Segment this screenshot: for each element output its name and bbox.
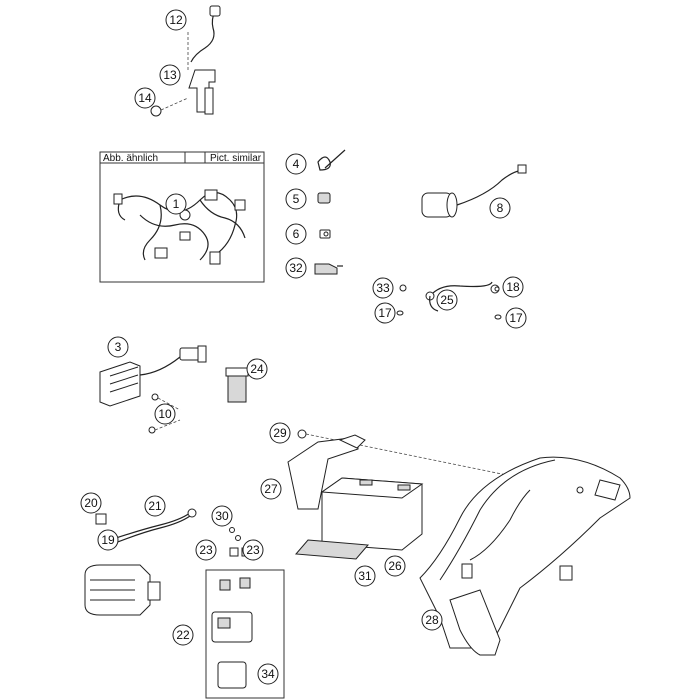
callout-31: 31 [354,565,376,587]
callout-number: 5 [293,192,300,206]
callout-27: 27 [260,478,282,500]
sensor-part-8 [421,164,527,218]
callout-14: 14 [134,87,156,109]
callout-12: 12 [165,9,187,31]
callout-25: 25 [436,289,458,311]
connector-group-top [150,5,221,117]
callout-number: 3 [115,340,122,354]
callout-24: 24 [246,358,268,380]
callout-number: 17 [509,311,523,325]
callout-26: 26 [384,555,406,577]
relay-box [205,569,285,699]
callout-number: 27 [264,482,278,496]
callout-1: 1 [165,193,187,215]
callout-number: 19 [101,533,115,547]
callout-number: 34 [261,667,275,681]
callout-number: 14 [138,91,152,105]
callout-number: 23 [246,543,260,557]
callout-22: 22 [172,624,194,646]
callout-18: 18 [502,276,524,298]
ground-cable-25 [396,281,502,320]
callout-number: 13 [163,68,177,82]
callout-23: 23 [195,539,217,561]
callout-number: 12 [169,13,183,27]
callout-10: 10 [154,403,176,425]
callout-5: 5 [285,188,307,210]
callout-33: 33 [372,277,394,299]
starter-motor [84,564,161,616]
callout-number: 30 [215,509,229,523]
callout-number: 21 [148,499,162,513]
callout-number: 18 [506,280,520,294]
harness-panel: Abb. ähnlich Pict. similar [99,151,265,283]
callout-number: 4 [293,157,300,171]
callout-8: 8 [489,197,511,219]
callout-number: 29 [273,426,287,440]
callout-number: 10 [158,407,172,421]
callout-number: 26 [388,559,402,573]
callout-29: 29 [269,422,291,444]
callout-number: 22 [176,628,190,642]
callout-6: 6 [285,223,307,245]
callout-number: 25 [440,293,454,307]
callout-number: 1 [173,197,180,211]
panel-label-left: Abb. ähnlich [103,153,158,164]
callout-4: 4 [285,153,307,175]
callout-34: 34 [257,663,279,685]
rear-frame-28 [419,456,631,656]
regulator-group [99,345,249,434]
small-parts-column [314,149,346,275]
callout-number: 20 [84,496,98,510]
callout-19: 19 [97,529,119,551]
callout-number: 32 [289,261,303,275]
callout-number: 17 [378,306,392,320]
callout-30: 30 [211,505,233,527]
callout-13: 13 [159,64,181,86]
callout-23: 23 [242,539,264,561]
callout-32: 32 [285,257,307,279]
callout-number: 31 [358,569,372,583]
callout-20: 20 [80,492,102,514]
callout-number: 28 [425,613,439,627]
callout-3: 3 [107,336,129,358]
callout-number: 8 [497,201,504,215]
panel-label-right: Pict. similar [210,153,262,164]
callout-number: 24 [250,362,264,376]
callout-17: 17 [374,302,396,324]
callout-21: 21 [144,495,166,517]
callout-28: 28 [421,609,443,631]
battery-holder-group [287,429,581,560]
callout-number: 6 [293,227,300,241]
callout-number: 33 [376,281,390,295]
callout-number: 23 [199,543,213,557]
callout-17: 17 [505,307,527,329]
